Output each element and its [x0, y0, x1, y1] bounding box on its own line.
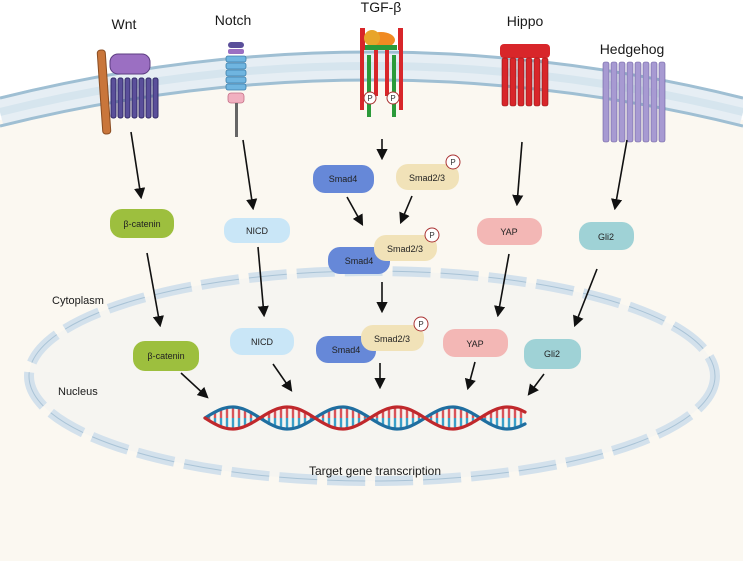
wnt-receptor-icon — [96, 49, 159, 135]
protein-beta-catenin-cyto: β-catenin — [110, 209, 174, 238]
svg-text:YAP: YAP — [466, 339, 483, 349]
protein-smad4-top: Smad4 — [313, 165, 374, 193]
signal-arrows — [130, 131, 628, 399]
svg-text:Smad2/3: Smad2/3 — [374, 334, 410, 344]
tgfb-label: TGF-β — [361, 0, 402, 15]
notch-label: Notch — [215, 12, 252, 28]
notch-receptor-icon — [225, 42, 247, 137]
protein-yap-nuc: YAP — [443, 329, 508, 357]
svg-text:Gli2: Gli2 — [598, 232, 614, 242]
wnt-label: Wnt — [112, 16, 137, 32]
protein-nicd-nuc: NICD — [230, 328, 294, 355]
tgfb-receptor-icon: P P — [360, 28, 403, 117]
dna-helix — [203, 405, 527, 431]
protein-gli2-cyto: Gli2 — [579, 222, 634, 250]
svg-text:Smad2/3: Smad2/3 — [409, 173, 445, 183]
hedgehog-receptor-icon — [602, 61, 666, 143]
protein-beta-catenin-nuc: β-catenin — [133, 341, 199, 371]
svg-text:P: P — [367, 94, 372, 103]
dna-strand-red — [203, 405, 527, 431]
svg-text:Smad2/3: Smad2/3 — [387, 244, 423, 254]
svg-text:NICD: NICD — [246, 226, 268, 236]
hippo-receptor-icon — [500, 44, 550, 107]
svg-text:Smad4: Smad4 — [329, 174, 358, 184]
svg-text:P: P — [418, 320, 423, 329]
svg-text:P: P — [450, 158, 455, 167]
svg-text:Smad4: Smad4 — [332, 345, 361, 355]
nucleus-label: Nucleus — [58, 386, 98, 398]
protein-smad23-mid: Smad2/3 P — [374, 227, 440, 261]
protein-gli2-nuc: Gli2 — [524, 339, 581, 369]
svg-text:YAP: YAP — [500, 227, 517, 237]
cytoplasm-label: Cytoplasm — [52, 295, 104, 307]
svg-text:Gli2: Gli2 — [544, 349, 560, 359]
protein-yap-cyto: YAP — [477, 218, 542, 245]
hippo-label: Hippo — [507, 13, 544, 29]
svg-text:β-catenin: β-catenin — [147, 351, 184, 361]
protein-smad4-nuc: Smad4 — [316, 336, 376, 363]
protein-nicd-cyto: NICD — [224, 218, 290, 243]
svg-text:NICD: NICD — [251, 337, 273, 347]
protein-smad4-mid: Smad4 — [328, 247, 390, 274]
dna-strand-blue — [203, 405, 527, 431]
hedgehog-label: Hedgehog — [600, 41, 665, 57]
svg-text:P: P — [390, 94, 395, 103]
svg-text:β-catenin: β-catenin — [123, 219, 160, 229]
protein-smad23-top: Smad2/3 P — [396, 154, 461, 190]
output-label: Target gene transcription — [309, 464, 441, 478]
nuclear-envelope — [24, 266, 720, 486]
svg-text:P: P — [429, 231, 434, 240]
svg-text:Smad4: Smad4 — [345, 256, 374, 266]
protein-smad23-nuc: Smad2/3 P — [361, 316, 429, 351]
